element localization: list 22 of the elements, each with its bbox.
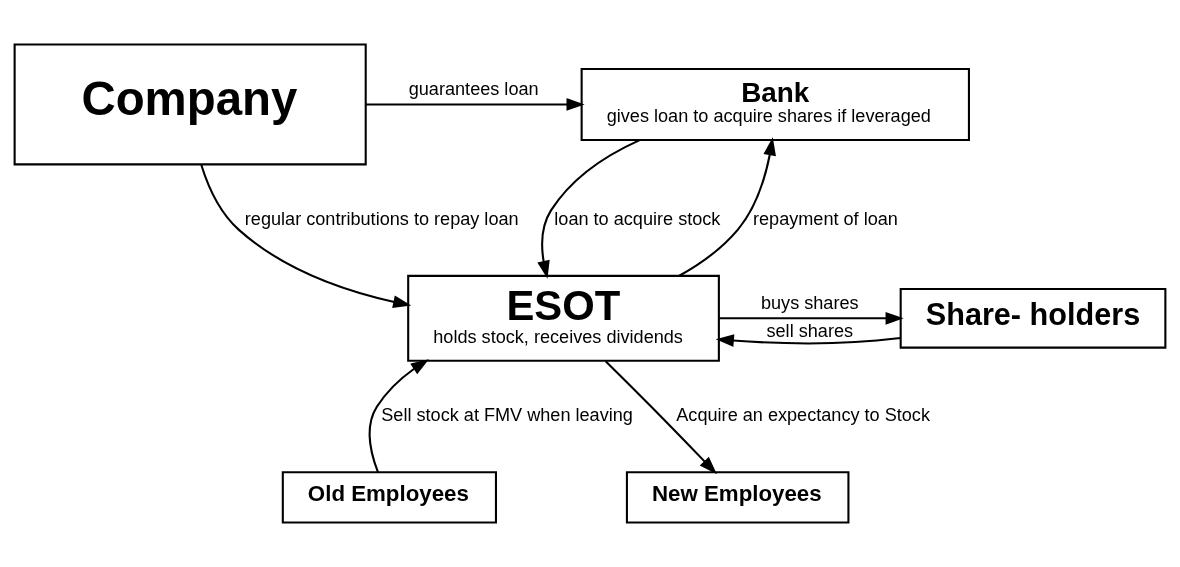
arrow <box>715 334 901 347</box>
edge-label: regular contributions to repay loan <box>244 208 519 229</box>
edge-label: Acquire an expectancy to Stock <box>676 405 930 426</box>
node-box: ESOT holds stock, receives dividends <box>407 274 720 362</box>
edge-label: sell shares <box>766 321 854 341</box>
edge-label: loan to acquire stock <box>554 208 721 229</box>
arrow <box>365 98 585 111</box>
node-box: Old Employees <box>281 471 497 524</box>
edge-label: buys shares <box>760 293 859 314</box>
edge-label: guarantees loan <box>408 79 539 100</box>
node-box: Share- holders <box>899 288 1167 349</box>
arrow <box>200 164 412 308</box>
arrow <box>537 139 641 279</box>
edge-label: Sell stock at FMV when leaving <box>381 405 633 426</box>
arrow <box>678 137 776 277</box>
arrow <box>368 359 429 473</box>
arrow <box>719 311 904 325</box>
node-box: New Employees <box>625 471 850 524</box>
node-box: Bank gives loan to acquire shares if leveraged <box>580 67 970 142</box>
arrow <box>604 360 717 475</box>
node-box: Company <box>13 43 367 166</box>
edge-label: repayment of loan <box>752 208 898 229</box>
